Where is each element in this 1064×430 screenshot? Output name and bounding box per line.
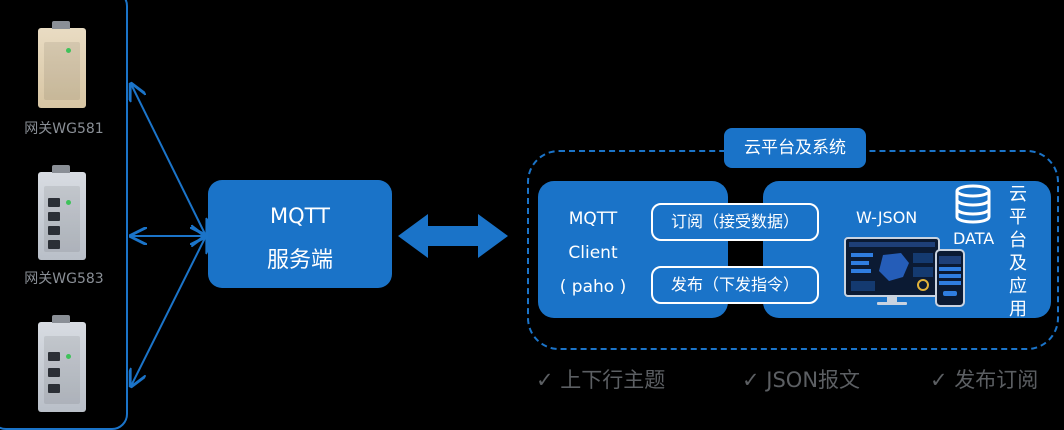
publish-pill: 发布（下发指令）: [651, 266, 819, 304]
double-arrow-icon: [398, 214, 508, 258]
client-line1: MQTT: [568, 209, 618, 229]
database-icon: [955, 184, 991, 224]
vertical-char: 应: [1009, 276, 1027, 297]
gateway-device-wg583: [38, 165, 86, 260]
subscribe-pill: 订阅（接受数据）: [651, 203, 819, 241]
connector-gw3: [131, 236, 206, 386]
check-icon: ✓: [930, 368, 955, 392]
connectors: [0, 0, 508, 400]
cloud-title: 云平台及系统: [724, 128, 866, 168]
feature-label: 发布订阅: [954, 368, 1039, 392]
client-line2: Client: [568, 243, 618, 263]
feature-item: ✓ 上下行主题: [536, 364, 665, 394]
server-subtitle: 服务端: [266, 248, 333, 273]
gateway-device-wg581: [38, 21, 86, 108]
check-icon: ✓: [536, 368, 561, 392]
vertical-char: 用: [1009, 299, 1027, 320]
server-title: MQTT: [270, 204, 330, 228]
feature-label: 上下行主题: [560, 368, 666, 392]
check-icon: ✓: [742, 368, 767, 392]
client-line3: ( paho ): [559, 277, 627, 297]
gateway-device-3: [38, 315, 86, 412]
connector-gw1: [131, 84, 206, 236]
mqtt-server-box: MQTT 服务端: [208, 180, 392, 288]
data-label: DATA: [953, 229, 995, 248]
feature-label: JSON报文: [766, 368, 861, 392]
vertical-char: 云: [1009, 184, 1027, 205]
vertical-label: 云 平 台 及 应 用: [1007, 181, 1029, 321]
vertical-char: 平: [1009, 207, 1027, 228]
gateway-label: 网关WG581: [24, 121, 104, 137]
wjson-label: W-JSON: [856, 208, 918, 227]
gateway-label: 网关WG583: [24, 271, 104, 287]
vertical-char: 台: [1009, 230, 1027, 251]
vertical-char: 及: [1009, 253, 1027, 274]
dashboard-monitor-icon: [844, 237, 940, 305]
phone-icon: [935, 249, 965, 307]
feature-item: ✓ 发布订阅: [930, 364, 1038, 394]
feature-item: ✓ JSON报文: [742, 364, 860, 394]
